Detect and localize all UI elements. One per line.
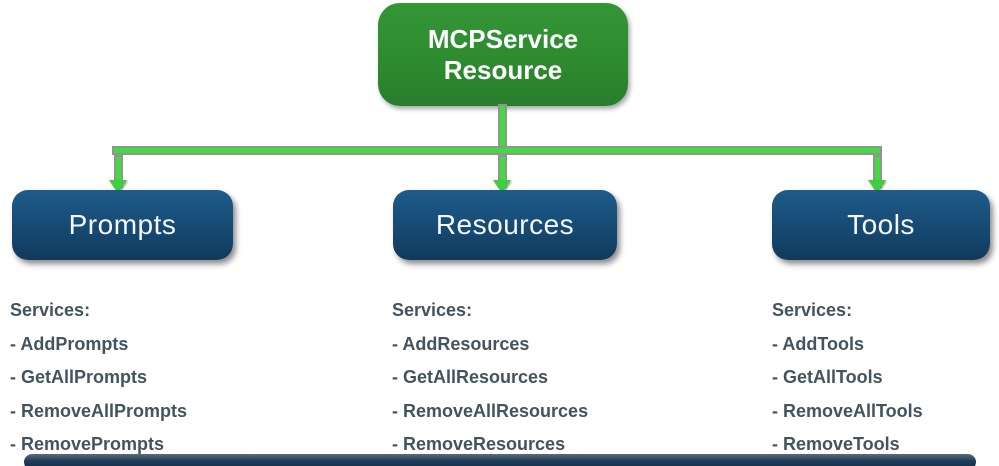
root-node-mcpservice-resource: MCPService Resource	[378, 3, 628, 106]
service-item: - RemoveAllTools	[772, 400, 923, 421]
service-item: - RemoveAllResources	[392, 400, 589, 421]
connector-horizontal-rail	[112, 146, 882, 155]
service-item: - RemovePrompts	[10, 434, 165, 454]
node-resources-label: Resources	[435, 209, 575, 240]
services-heading: Services:	[772, 300, 853, 320]
node-tools: Tools	[772, 190, 990, 260]
connector-root-stem	[498, 104, 507, 150]
arrow-down-icon	[868, 180, 886, 193]
node-prompts: Prompts	[12, 190, 233, 260]
services-list-prompts: Services: - AddPrompts - GetAllPrompts -…	[10, 294, 187, 462]
node-prompts-label: Prompts	[68, 209, 177, 240]
services-list-tools: Services: - AddTools - GetAllTools - Rem…	[772, 294, 923, 462]
root-node-label: MCPService Resource	[427, 23, 579, 85]
node-resources: Resources	[393, 190, 617, 260]
services-list-resources: Services: - AddResources - GetAllResourc…	[392, 294, 588, 462]
service-item: - AddTools	[772, 333, 864, 354]
arrow-down-icon	[493, 180, 511, 193]
services-heading: Services:	[10, 300, 91, 320]
services-heading: Services:	[392, 300, 473, 320]
service-item: - AddResources	[392, 333, 530, 354]
arrow-down-icon	[109, 180, 127, 193]
node-tools-label: Tools	[847, 209, 915, 240]
service-item: - GetAllTools	[772, 367, 883, 387]
service-item: - GetAllPrompts	[10, 367, 148, 387]
service-item: - RemoveAllPrompts	[10, 400, 188, 421]
service-item: - RemoveResources	[392, 434, 566, 454]
service-item: - GetAllResources	[392, 367, 549, 387]
cropped-bottom-bar	[24, 454, 976, 466]
service-item: - AddPrompts	[10, 333, 129, 354]
service-item: - RemoveTools	[772, 434, 900, 454]
